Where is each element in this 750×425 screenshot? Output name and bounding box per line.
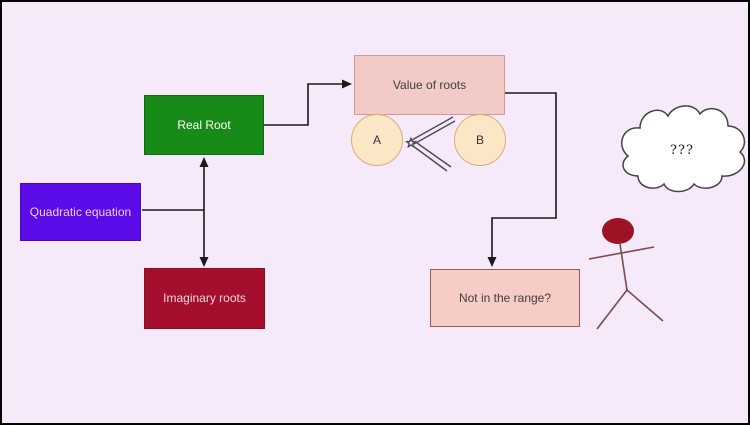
stick-figure-body bbox=[619, 243, 628, 291]
stick-figure-head bbox=[602, 218, 634, 244]
node-quadratic-equation[interactable]: Quadratic equation bbox=[20, 183, 141, 241]
node-real-root[interactable]: Real Root bbox=[144, 95, 264, 155]
stick-figure-left-leg bbox=[596, 289, 628, 330]
stick-figure-limbs bbox=[588, 243, 664, 330]
stick-figure-arms bbox=[588, 246, 655, 260]
angle-symbol-lower-line-1 bbox=[412, 145, 448, 172]
cloud-question-text: ??? bbox=[670, 142, 694, 158]
connector-lines bbox=[142, 83, 557, 258]
connector-arrowheads bbox=[199, 79, 497, 267]
stick-figure-right-leg bbox=[626, 289, 664, 322]
cloud-shape[interactable] bbox=[621, 105, 746, 193]
node-value-of-roots[interactable]: Value of roots bbox=[354, 55, 505, 115]
angle-symbol-lower-line-2 bbox=[416, 142, 452, 168]
arrowhead-into-notinrange bbox=[487, 257, 497, 267]
arrowhead-into-realroot bbox=[199, 157, 209, 167]
circle-b[interactable]: B bbox=[454, 114, 506, 166]
node-quadratic-equation-label: Quadratic equation bbox=[29, 204, 132, 219]
node-real-root-label: Real Root bbox=[177, 117, 231, 132]
angle-symbol-upper-line-1 bbox=[411, 116, 454, 141]
cloud-outline bbox=[621, 105, 746, 193]
node-value-of-roots-label: Value of roots bbox=[392, 77, 467, 92]
angle-symbol-star-icon bbox=[404, 136, 418, 149]
node-not-in-range-label: Not in the range? bbox=[458, 290, 552, 305]
angle-symbol-upper-line-2 bbox=[413, 120, 456, 145]
arrowhead-into-imaginaryroots bbox=[199, 257, 209, 267]
cloud-label: ??? bbox=[620, 112, 744, 188]
connector-valueofroots-to-notinrange bbox=[491, 92, 557, 257]
angle-symbol[interactable] bbox=[404, 116, 456, 172]
node-not-in-range[interactable]: Not in the range? bbox=[430, 269, 580, 327]
node-imaginary-roots[interactable]: Imaginary roots bbox=[144, 268, 265, 329]
arrowhead-into-valueofroots bbox=[342, 79, 352, 89]
circle-a-label: A bbox=[372, 133, 381, 147]
stick-figure[interactable] bbox=[588, 218, 664, 330]
node-imaginary-roots-label: Imaginary roots bbox=[163, 291, 246, 306]
circle-a[interactable]: A bbox=[351, 114, 403, 166]
circle-b-label: B bbox=[475, 133, 484, 147]
connector-realroot-to-valueofroots bbox=[264, 83, 342, 126]
